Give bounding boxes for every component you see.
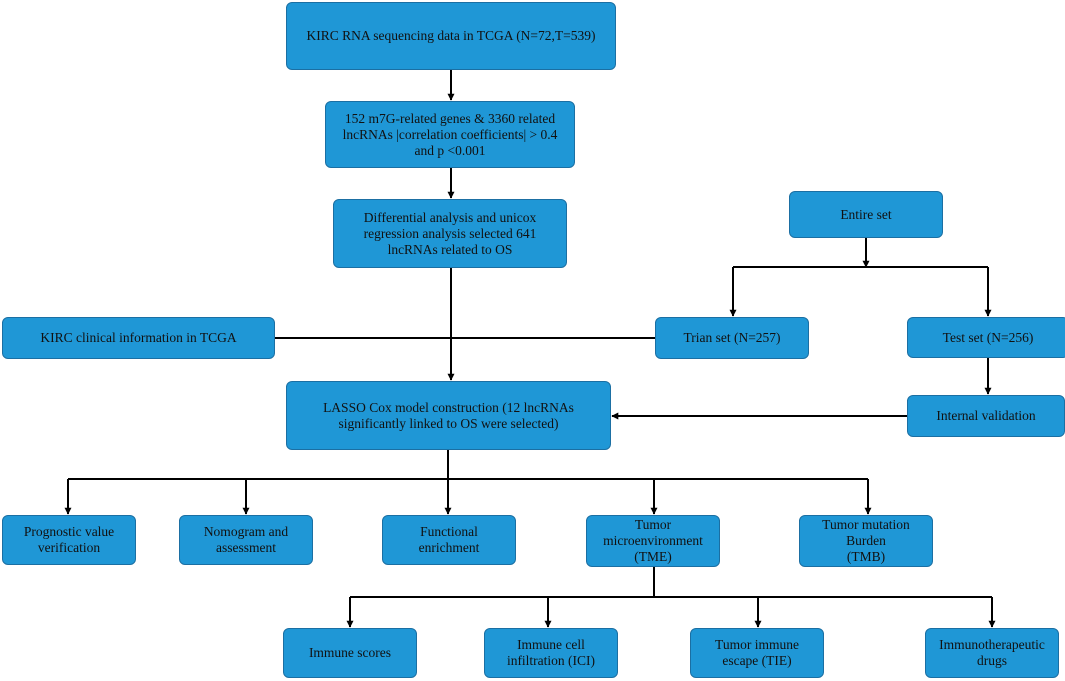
node-functional-enrichment: Functional enrichment [382,515,516,565]
node-ici: Immune cell infiltration (ICI) [484,628,618,678]
node-internal-validation: Internal validation [907,395,1065,437]
node-entire-set: Entire set [789,191,943,238]
node-differential-analysis: Differential analysis and unicox regress… [333,199,567,268]
node-immunotherapeutic-drugs: Immunotherapeutic drugs [925,628,1059,678]
node-tme: Tumor microenvironment (TME) [586,515,720,567]
node-test-set: Test set (N=256) [907,317,1065,358]
node-tmb: Tumor mutation Burden (TMB) [799,515,933,567]
node-prognostic: Prognostic value verification [2,515,136,565]
node-lasso-model: LASSO Cox model construction (12 lncRNAs… [286,381,611,450]
node-train-set: Trian set (N=257) [655,317,809,359]
node-genes-lncrnas: 152 m7G-related genes & 3360 related lnc… [325,101,575,168]
node-immune-scores: Immune scores [283,628,417,678]
node-tie: Tumor immune escape (TIE) [690,628,824,678]
node-clinical-info: KIRC clinical information in TCGA [2,317,275,359]
node-kirc-rna: KIRC RNA sequencing data in TCGA (N=72,T… [286,2,616,70]
node-nomogram: Nomogram and assessment [179,515,313,565]
